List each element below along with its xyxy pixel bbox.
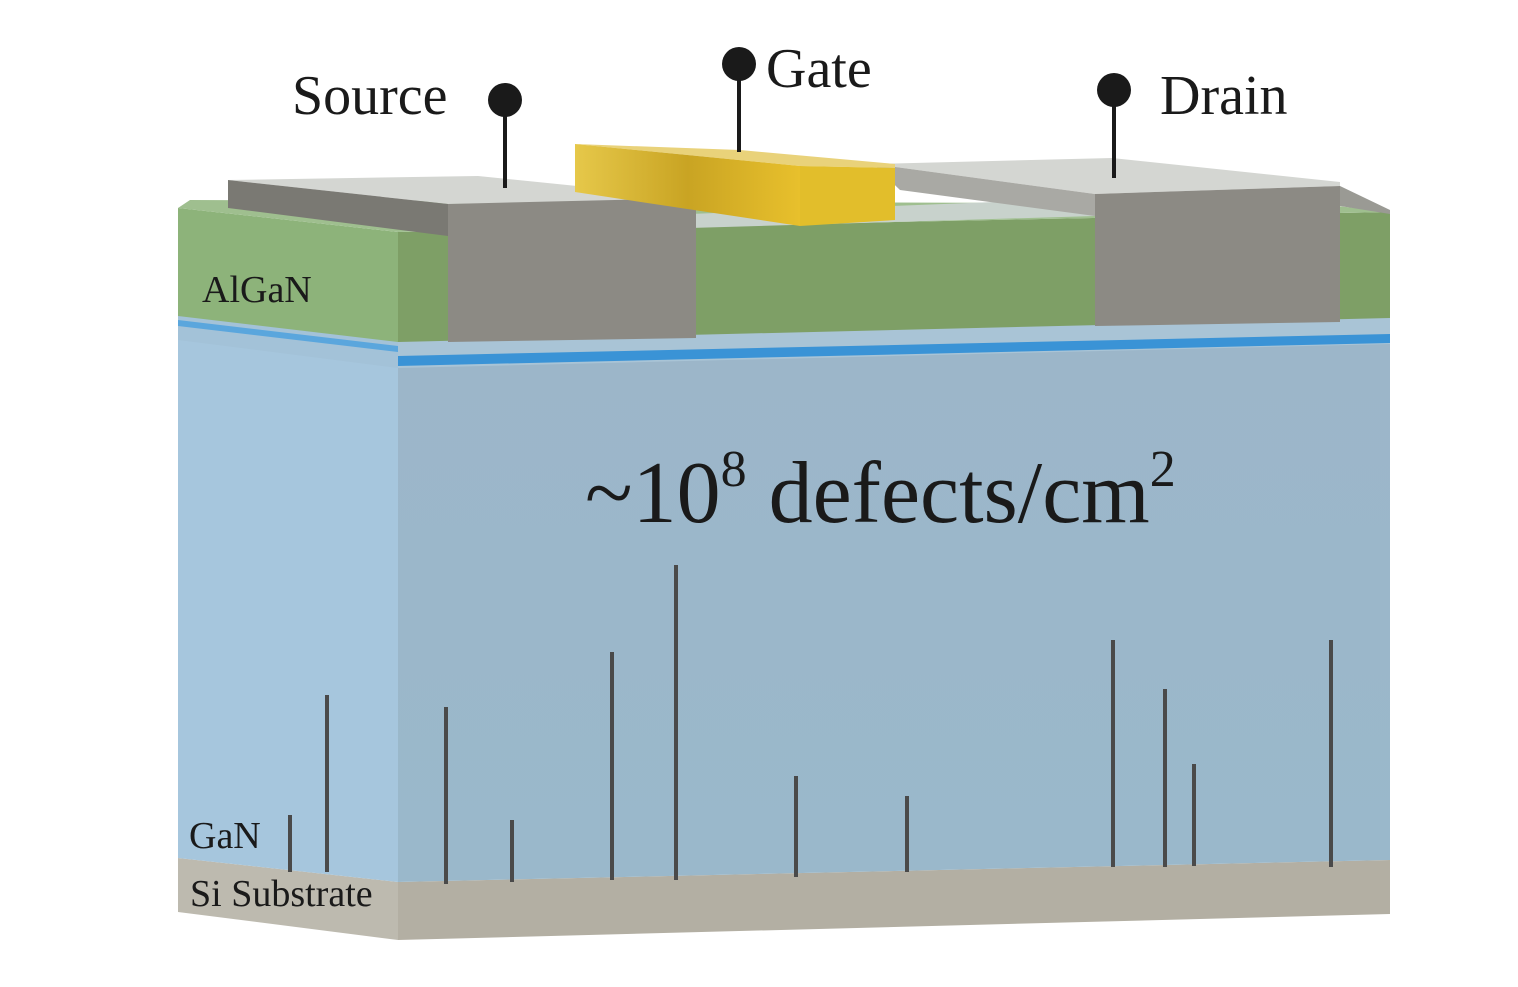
source-label: Source — [292, 65, 448, 127]
channel-side-line — [178, 320, 398, 352]
channel-2deg — [178, 314, 1390, 368]
defect-unit: defects/cm — [747, 445, 1150, 542]
source-front — [448, 198, 696, 342]
threading-dislocations — [288, 565, 1333, 884]
gate-contact — [575, 144, 895, 226]
gate-pin-head — [722, 47, 756, 81]
source-top — [228, 176, 696, 204]
gan-label: GaN — [189, 815, 261, 857]
gate-label: Gate — [766, 38, 872, 100]
channel-front-line — [398, 334, 1390, 366]
defect-exponent: 8 — [721, 441, 747, 498]
source-side — [228, 180, 448, 236]
defect-unit-exponent: 2 — [1150, 441, 1176, 498]
gan-side — [178, 318, 398, 882]
drain-top — [873, 158, 1340, 194]
gan-layer — [178, 318, 1390, 882]
gan-front — [398, 320, 1390, 882]
substrate-label: Si Substrate — [190, 873, 373, 915]
algan-label: AlGaN — [202, 269, 312, 311]
substrate-layer — [178, 858, 1390, 940]
algan-side — [178, 208, 398, 342]
defect-prefix: ~10 — [585, 445, 721, 542]
source-pin-head — [488, 83, 522, 117]
drain-front — [1095, 186, 1340, 326]
gate-side — [575, 144, 800, 226]
drain-pin-head — [1097, 73, 1131, 107]
substrate-side — [178, 858, 398, 940]
gate-top — [575, 144, 895, 168]
substrate-front — [398, 860, 1390, 940]
drain-left-side — [873, 164, 1095, 216]
defect-density-label: ~108 defects/cm2 — [585, 441, 1176, 542]
drain-contact — [873, 158, 1390, 326]
drain-right-side — [1340, 186, 1390, 214]
drain-label: Drain — [1160, 65, 1288, 127]
terminal-pins — [488, 47, 1131, 188]
source-contact — [228, 176, 696, 342]
gate-front — [800, 166, 895, 226]
